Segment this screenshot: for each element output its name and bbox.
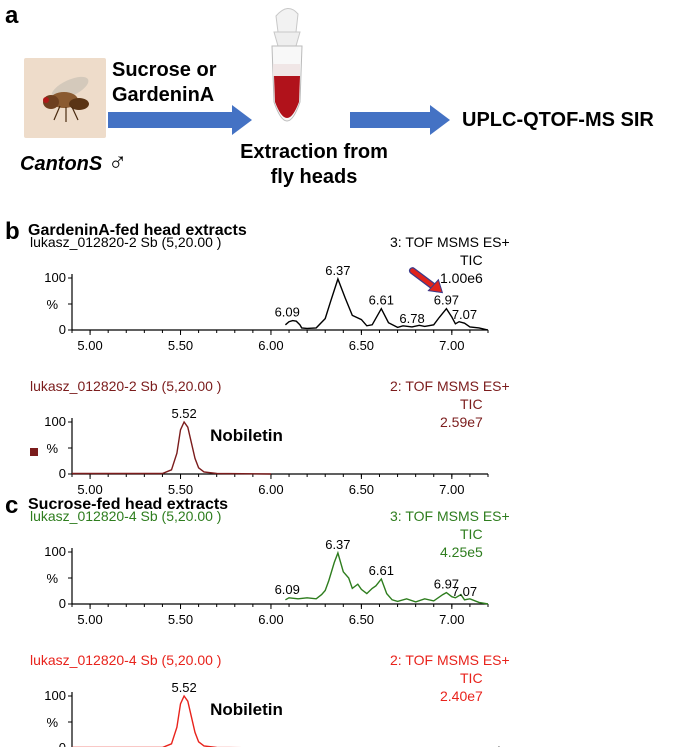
male-symbol: ♂ xyxy=(107,146,128,176)
peak-label: 6.09 xyxy=(275,305,300,320)
trace-line xyxy=(72,694,239,747)
y-axis-label: % xyxy=(46,441,58,456)
trace-line xyxy=(285,550,489,605)
x-tick-label: 6.00 xyxy=(258,482,283,497)
sample-label: lukasz_012820-4 Sb (5,20.00 ) xyxy=(30,652,222,668)
panel-b-letter: b xyxy=(5,218,20,245)
tube-icon xyxy=(271,8,303,122)
intensity-label: 1.00e6 xyxy=(440,270,483,286)
peak-label: 6.61 xyxy=(369,293,394,308)
peak-label: 7.07 xyxy=(452,307,477,322)
peak-label: 6.37 xyxy=(325,263,350,278)
strain-name: CantonS xyxy=(20,153,103,175)
x-tick-label: 6.50 xyxy=(349,612,374,627)
x-tick-label: 6.50 xyxy=(349,482,374,497)
x-tick-label: 6.00 xyxy=(258,338,283,353)
x-tick-label: 5.50 xyxy=(168,338,193,353)
channel-label: 2: TOF MSMS ES+ xyxy=(390,652,510,668)
x-tick-label: 7.00 xyxy=(439,612,464,627)
trace-line xyxy=(284,276,489,331)
peak-label: 5.52 xyxy=(171,680,196,695)
x-tick-label: 6.00 xyxy=(258,612,283,627)
arrow-to-method xyxy=(350,105,450,135)
x-axis-label: Time xyxy=(490,744,518,747)
x-tick-label: 5.50 xyxy=(168,612,193,627)
y-tick-label: 100 xyxy=(44,688,66,703)
fruit-fly-image xyxy=(24,58,106,138)
intensity-label: 4.25e5 xyxy=(440,544,483,560)
arrow-to-extraction xyxy=(108,105,252,135)
sample-label: lukasz_012820-2 Sb (5,20.00 ) xyxy=(30,378,222,394)
peak-label: 7.07 xyxy=(452,584,477,599)
y-axis-label: % xyxy=(46,715,58,730)
y-axis-label: % xyxy=(46,571,58,586)
panel-c-letter: c xyxy=(5,492,19,519)
sample-label: lukasz_012820-2 Sb (5,20.00 ) xyxy=(30,234,222,250)
highlight-arrow-icon xyxy=(408,267,444,294)
peak-label: 6.97 xyxy=(434,577,459,592)
channel-label: 2: TOF MSMS ES+ xyxy=(390,378,510,394)
x-tick-label: 5.00 xyxy=(77,612,102,627)
x-tick-label: 5.00 xyxy=(77,482,102,497)
peak-label: 6.61 xyxy=(369,563,394,578)
peak-label: 6.97 xyxy=(434,293,459,308)
y-tick-label: 0 xyxy=(59,596,66,611)
y-tick-label: 0 xyxy=(59,466,66,481)
mode-label: TIC xyxy=(460,526,483,542)
extraction-label: Extraction from fly heads xyxy=(240,141,388,188)
feed-label: Sucrose or GardeninA xyxy=(112,59,217,106)
x-tick-label: 5.50 xyxy=(168,482,193,497)
y-axis-label: % xyxy=(46,297,58,312)
mode-label: TIC xyxy=(460,670,483,686)
y-tick-label: 0 xyxy=(59,740,66,747)
method-label: UPLC-QTOF-MS SIR xyxy=(462,109,654,131)
y-tick-label: 100 xyxy=(44,270,66,285)
fruit-fly-icon xyxy=(43,76,89,122)
mode-label: TIC xyxy=(460,252,483,268)
intensity-label: 2.59e7 xyxy=(440,414,483,430)
legend-marker-square xyxy=(30,448,38,456)
panel-a-letter: a xyxy=(5,2,19,29)
peak-label: 6.37 xyxy=(325,537,350,552)
channel-label: 3: TOF MSMS ES+ xyxy=(390,234,510,250)
mode-label: TIC xyxy=(460,396,483,412)
compound-label: Nobiletin xyxy=(210,700,283,719)
y-tick-label: 100 xyxy=(44,414,66,429)
x-tick-label: 6.50 xyxy=(349,338,374,353)
panel-b-title: GardeninA-fed head extracts xyxy=(28,222,247,239)
x-tick-label: 5.00 xyxy=(77,338,102,353)
y-tick-label: 100 xyxy=(44,544,66,559)
sample-label: lukasz_012820-4 Sb (5,20.00 ) xyxy=(30,508,222,524)
channel-label: 3: TOF MSMS ES+ xyxy=(390,508,510,524)
strain-label: CantonS ♂ xyxy=(20,146,127,177)
x-tick-label: 7.00 xyxy=(439,482,464,497)
peak-label: 6.78 xyxy=(399,311,424,326)
extraction-tube-image xyxy=(258,2,314,140)
peak-label: 5.52 xyxy=(171,406,196,421)
intensity-label: 2.40e7 xyxy=(440,688,483,704)
trace-line xyxy=(72,420,272,475)
x-tick-label: 7.00 xyxy=(439,338,464,353)
panel-c-title: Sucrose-fed head extracts xyxy=(28,496,229,513)
y-tick-label: 0 xyxy=(59,322,66,337)
peak-label: 6.09 xyxy=(275,582,300,597)
compound-label: Nobiletin xyxy=(210,426,283,445)
